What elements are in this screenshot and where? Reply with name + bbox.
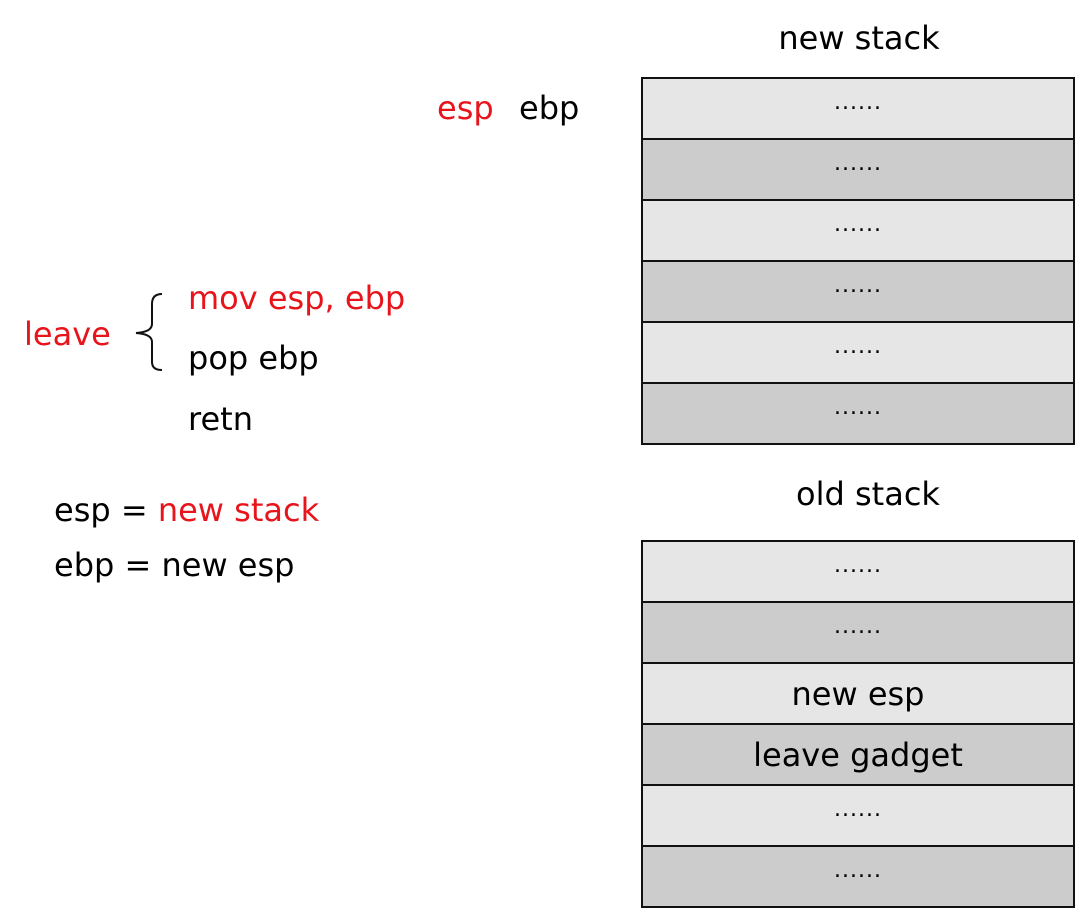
old-stack-cell-label: new esp xyxy=(791,674,925,713)
new-stack: .................................... xyxy=(641,77,1075,445)
pop-ebp-instruction: pop ebp xyxy=(188,339,319,377)
new-stack-title: new stack xyxy=(778,19,940,57)
new-stack-cell-label: ...... xyxy=(834,90,882,115)
esp-pointer-label: esp xyxy=(437,89,494,127)
mov-esp-ebp-instruction: mov esp, ebp xyxy=(188,279,406,317)
old-stack-cell: ...... xyxy=(643,845,1073,906)
leave-instruction-label: leave xyxy=(24,315,111,353)
new-stack-cell: ...... xyxy=(643,382,1073,443)
old-stack-title: old stack xyxy=(796,475,940,513)
curly-brace-icon xyxy=(135,293,163,371)
new-stack-cell: ...... xyxy=(643,138,1073,199)
old-stack-cell: new esp xyxy=(643,662,1073,723)
ebp-effect-line: ebp = new esp xyxy=(54,546,295,584)
old-stack-cell: ...... xyxy=(643,601,1073,662)
new-stack-cell-label: ...... xyxy=(834,151,882,176)
old-stack-cell: ...... xyxy=(643,542,1073,601)
new-stack-cell-label: ...... xyxy=(834,273,882,298)
old-stack-cell-label: ...... xyxy=(834,797,882,822)
esp-effect-lhs: esp = xyxy=(54,491,158,529)
old-stack-cell: ...... xyxy=(643,784,1073,845)
ebp-pointer-label: ebp xyxy=(519,89,580,127)
new-stack-cell: ...... xyxy=(643,79,1073,138)
esp-effect-line: esp = new stack xyxy=(54,490,319,530)
old-stack-cell-label: ...... xyxy=(834,553,882,578)
old-stack: ............ new esp leave gadget.........… xyxy=(641,540,1075,908)
new-stack-cell-label: ...... xyxy=(834,395,882,420)
new-stack-cell: ...... xyxy=(643,260,1073,321)
old-stack-cell-label: ...... xyxy=(834,614,882,639)
new-stack-cell: ...... xyxy=(643,199,1073,260)
esp-effect-rhs: new stack xyxy=(157,491,320,529)
new-stack-cell: ...... xyxy=(643,321,1073,382)
retn-instruction: retn xyxy=(188,400,253,438)
new-stack-cell-label: ...... xyxy=(834,334,882,359)
new-stack-cell-label: ...... xyxy=(834,212,882,237)
old-stack-cell: leave gadget xyxy=(643,723,1073,784)
old-stack-cell-label: ...... xyxy=(834,858,882,883)
old-stack-cell-label: leave gadget xyxy=(753,735,963,774)
